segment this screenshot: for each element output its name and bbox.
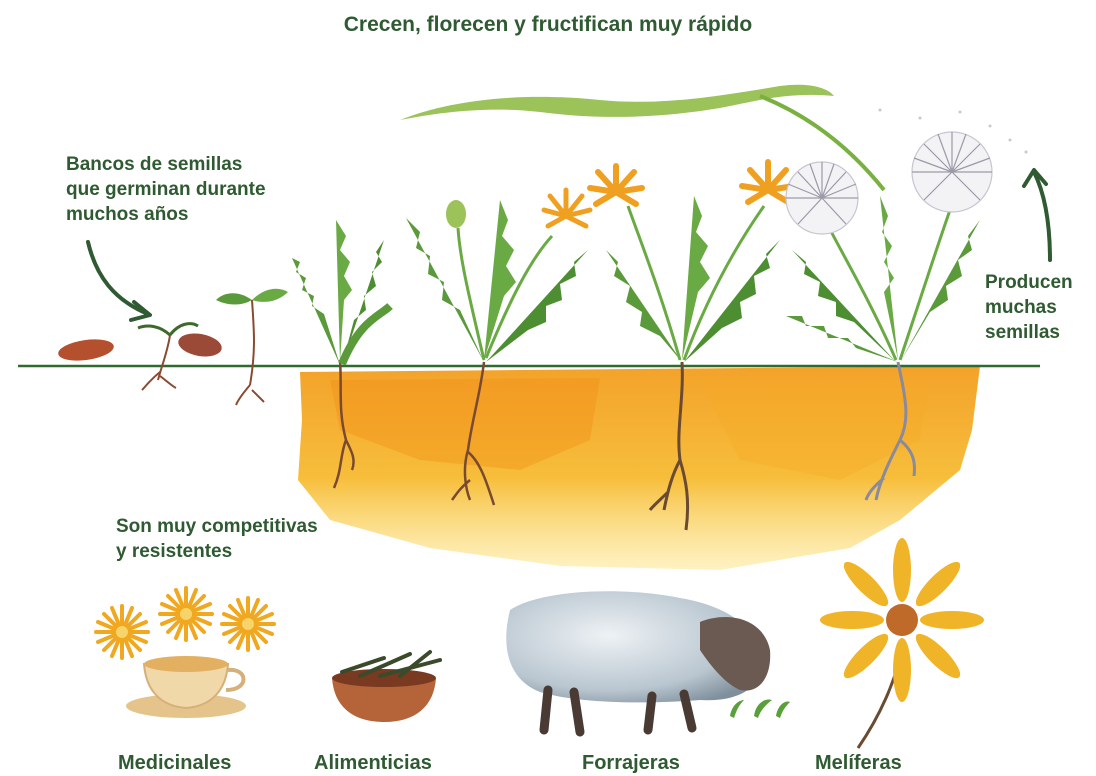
seed-head-icon — [786, 132, 992, 234]
annotation-line: muchas — [985, 295, 1073, 320]
annotation-line: que germinan durante — [66, 177, 266, 202]
use-label-forrajeras: Forrajeras — [582, 752, 680, 775]
annotation-line: Producen — [985, 270, 1073, 295]
competitive-annotation: Son muy competitivas y resistentes — [116, 514, 318, 564]
annotation-line: y resistentes — [116, 539, 318, 564]
soil-area — [298, 366, 980, 570]
seed-bank-annotation: Bancos de semillas que germinan durante … — [66, 152, 266, 227]
dandelion-flower-icon — [590, 162, 794, 204]
sunflower-icon — [820, 538, 984, 748]
use-label-alimenticias: Alimenticias — [314, 752, 432, 775]
page-title: Crecen, florecen y fructifican muy rápid… — [0, 12, 1096, 37]
sheep-icon — [506, 591, 790, 732]
arrow-icon — [88, 242, 150, 320]
medicinal-flowers-icon — [96, 588, 274, 658]
bowl-icon — [332, 652, 440, 722]
arrow-icon — [1024, 170, 1050, 260]
seed-icon — [57, 330, 224, 363]
dandelion-flower-icon — [544, 190, 590, 226]
annotation-line: semillas — [985, 320, 1073, 345]
annotation-line: muchos años — [66, 202, 266, 227]
seedling-icon — [138, 324, 198, 390]
seedling-icon — [216, 289, 288, 405]
many-seeds-annotation: Producen muchas semillas — [985, 270, 1073, 345]
use-label-meliferas: Melíferas — [815, 752, 902, 775]
use-label-medicinales: Medicinales — [118, 752, 231, 775]
annotation-line: Bancos de semillas — [66, 152, 266, 177]
tea-cup-icon — [126, 656, 246, 718]
annotation-line: Son muy competitivas — [116, 514, 318, 539]
